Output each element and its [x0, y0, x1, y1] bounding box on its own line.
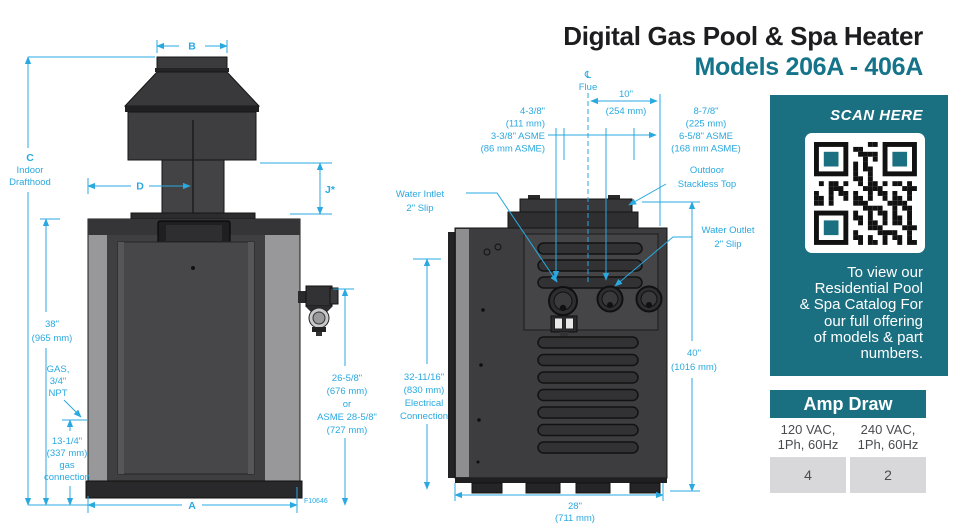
header: Digital Gas Pool & Spa Heater Models 206… [493, 20, 923, 82]
amp-column-label-line: 1Ph, 60Hz [777, 437, 839, 452]
scan-panel-text: To view our Residential Pool & Spa Catal… [799, 264, 923, 363]
water-outlet-label-2: 2" Slip [714, 239, 741, 250]
plumbing-5: (727 mm) [327, 425, 368, 436]
left-offset-2: (111 mm) [506, 119, 545, 130]
amp-column-240v: 240 VAC, 1Ph, 60Hz [850, 420, 926, 454]
left-offset-4: (86 mm ASME) [481, 144, 545, 155]
left-offset-3: 3-3/8" ASME [491, 131, 545, 142]
gas-label1: GAS, [47, 364, 70, 375]
dim-c-label: C [26, 152, 34, 164]
amp-column-label-line: 240 VAC, [860, 422, 916, 437]
top-offset-in: 10" [619, 89, 633, 100]
amp-draw-table: Amp Draw 120 VAC, 1Ph, 60Hz 240 VAC, 1Ph… [770, 390, 926, 493]
dim-c-label2: Indoor [17, 165, 44, 176]
scan-text-line: our full offering [824, 312, 923, 330]
scan-text-line: of models & part [813, 328, 923, 346]
amp-value-240v: 2 [850, 457, 926, 493]
dim-j-label: J* [325, 184, 336, 196]
scan-text-line: To view our [847, 264, 923, 281]
front-view-dimensions: B C Indoor Drafthood D J* 38" (965 mm) G… [9, 40, 377, 513]
rear-view-dimensions: ℄ Flue 10" (254 mm) 4-3/8" (111 mm) 3-3/… [396, 70, 755, 524]
plumbing-3: or [343, 399, 351, 410]
plumbing-4: ASME 28-5/8" [317, 412, 377, 423]
gas-label3: NPT [49, 388, 68, 399]
dim-c-label3: Drafthood [9, 177, 51, 188]
dim-d-label: D [136, 181, 144, 193]
rear-width-in: 28" [568, 501, 582, 512]
right-offset-1: 8-7/8" [693, 106, 718, 117]
flue-centerline-symbol: ℄ [584, 70, 592, 81]
page-title: Digital Gas Pool & Spa Heater [563, 21, 923, 51]
stackless-label-2: Stackless Top [678, 179, 736, 190]
scan-here-label: SCAN HERE [830, 107, 923, 124]
dim-a-label: A [188, 500, 196, 512]
right-offset-2: (225 mm) [686, 119, 727, 130]
right-offset-3: 6-5/8" ASME [679, 131, 733, 142]
figure-number: F10646 [304, 498, 328, 505]
rear-height-mm: (1016 mm) [671, 362, 717, 373]
scan-text-line: Residential Pool [814, 280, 923, 298]
qr-code[interactable] [805, 133, 925, 253]
dim-b-label: B [188, 41, 196, 53]
left-offset-1: 4-3/8" [520, 106, 545, 117]
front-height-in: 38" [45, 319, 59, 330]
amp-value-120v: 4 [770, 457, 846, 493]
scan-text-line: numbers. [860, 345, 923, 363]
plumbing-1: 26-5/8" [332, 373, 362, 384]
water-outlet-label-1: Water Outlet [702, 225, 755, 236]
gas-conn-1: 13-1/4" [52, 436, 82, 447]
scan-panel: SCAN HERE To view our Residential Pool &… [770, 95, 948, 376]
gas-conn-3: gas [59, 460, 75, 471]
front-view-drawing [85, 56, 339, 499]
scan-text-line: & Spa Catalog For [799, 296, 923, 314]
amp-column-120v: 120 VAC, 1Ph, 60Hz [770, 420, 846, 454]
top-offset-mm: (254 mm) [606, 106, 647, 117]
rear-width-mm: (711 mm) [555, 513, 595, 524]
electrical-1: 32-11/16" [404, 372, 444, 383]
gas-conn-4: connection [44, 472, 90, 483]
rear-view-drawing [448, 195, 668, 494]
flue-label: Flue [579, 82, 597, 93]
water-inlet-label-1: Water Intlet [396, 189, 445, 200]
page-subtitle: Models 206A - 406A [694, 53, 924, 81]
gas-label2: 3/4" [50, 376, 67, 387]
gas-conn-2: (337 mm) [47, 448, 88, 459]
amp-column-label-line: 1Ph, 60Hz [857, 437, 919, 452]
plumbing-2: (676 mm) [327, 386, 368, 397]
right-offset-4: (168 mm ASME) [671, 144, 741, 155]
electrical-4: Connection [400, 411, 448, 422]
stackless-label-1: Outdoor [690, 165, 724, 176]
amp-column-label-line: 120 VAC, [780, 422, 836, 437]
water-inlet-label-2: 2" Slip [406, 203, 433, 214]
amp-draw-title: Amp Draw [770, 390, 926, 418]
electrical-3: Electrical [405, 398, 444, 409]
electrical-2: (830 mm) [404, 385, 445, 396]
front-height-mm: (965 mm) [32, 333, 73, 344]
qr-code-graphic [814, 142, 917, 245]
dimension-diagrams: B C Indoor Drafthood D J* 38" (965 mm) G… [9, 40, 755, 524]
rear-height-in: 40" [687, 348, 701, 359]
